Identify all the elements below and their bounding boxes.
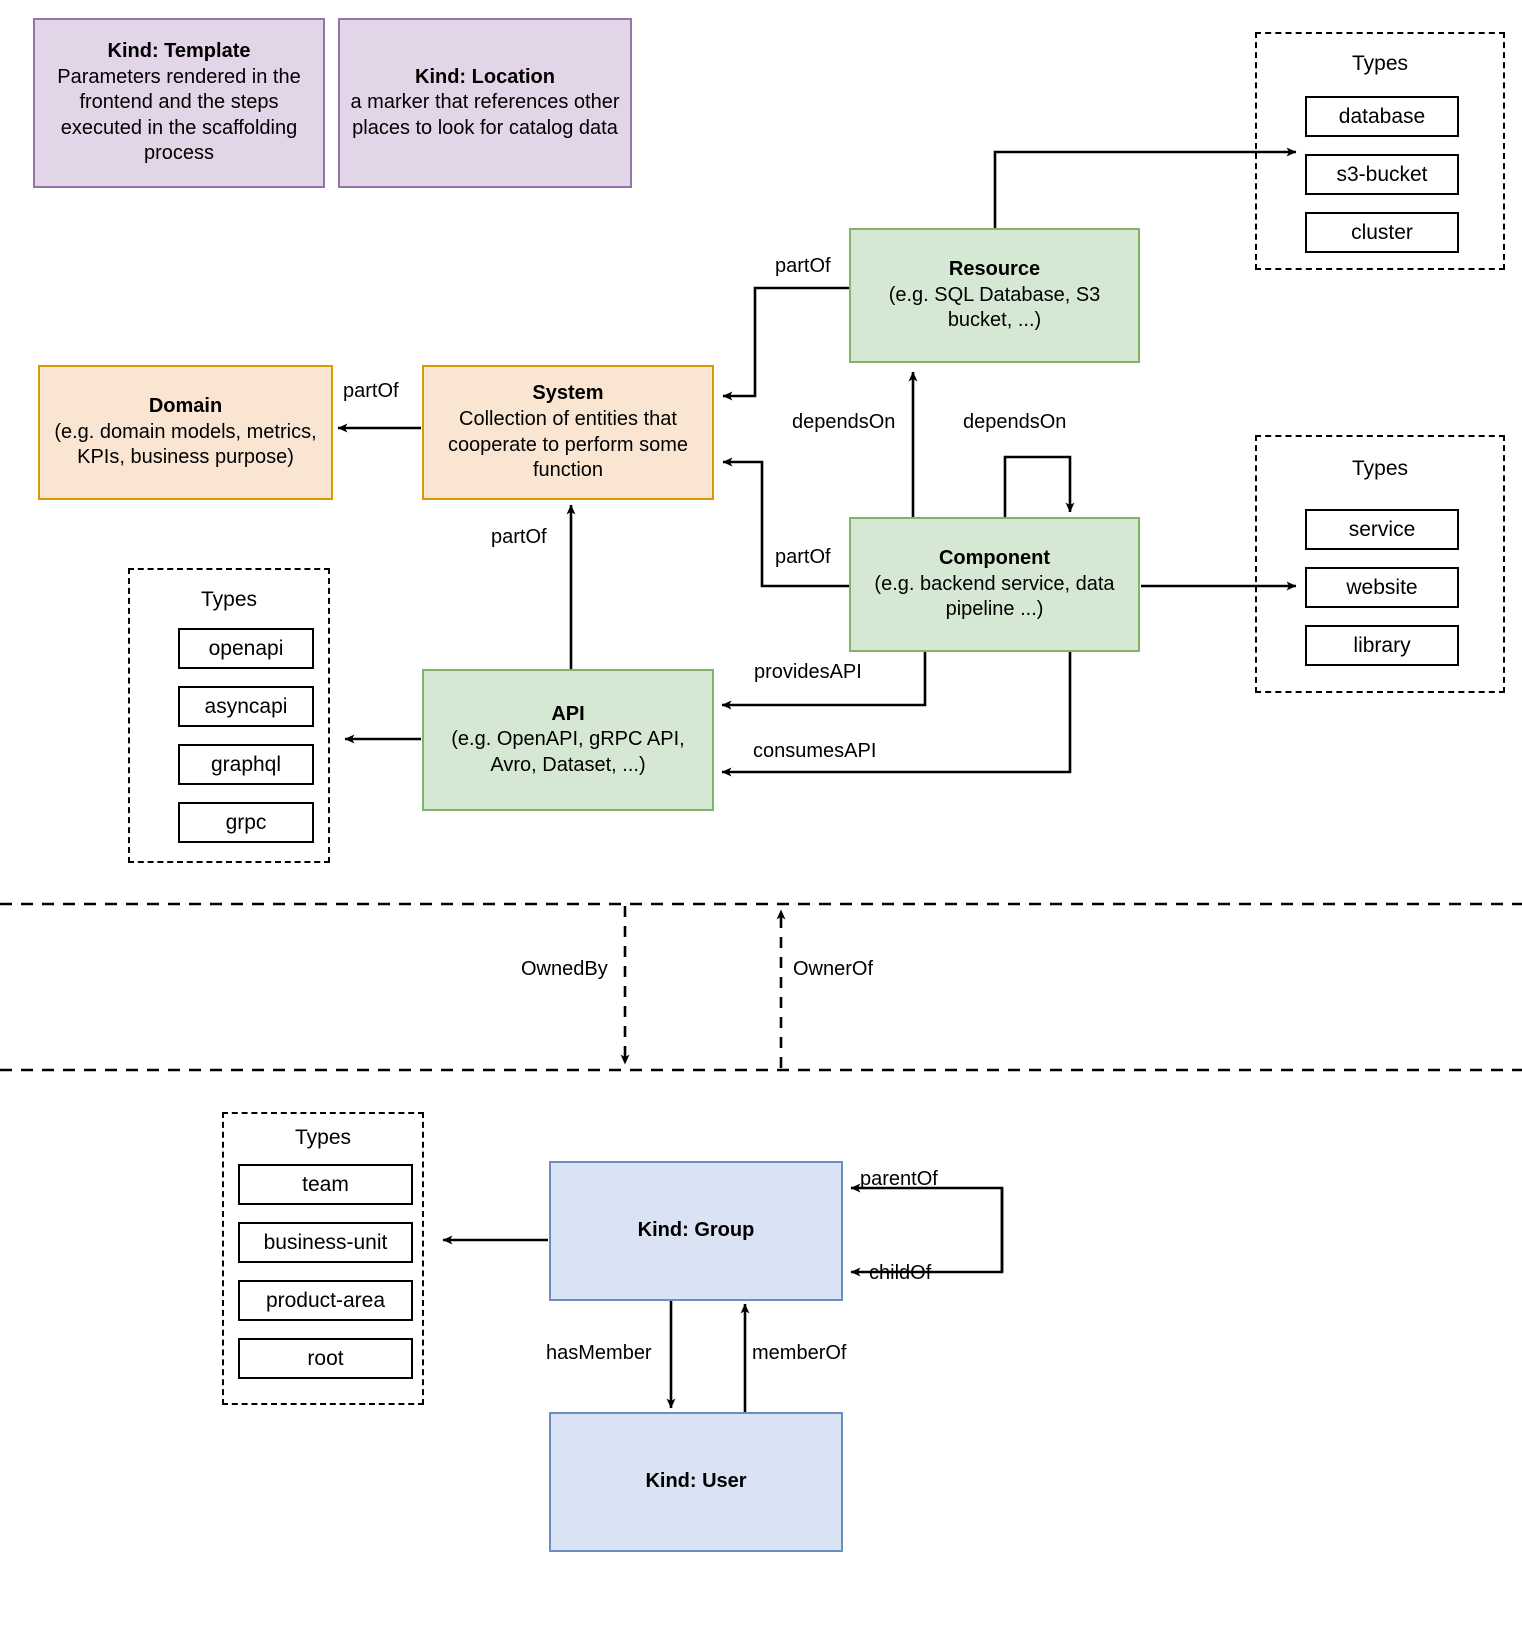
types-box-component: Types service website library [1255, 435, 1505, 693]
types-title: Types [1351, 52, 1409, 75]
node-domain[interactable]: Domain (e.g. domain models, metrics, KPI… [38, 365, 333, 500]
node-title: Component [938, 547, 1051, 570]
node-title: Resource [948, 258, 1041, 281]
types-box-api: Types openapi asyncapi graphql grpc [128, 568, 330, 863]
node-api[interactable]: API (e.g. OpenAPI, gRPC API, Avro, Datas… [422, 669, 714, 811]
node-title: Kind: Location [415, 65, 555, 88]
edge-label-ownerof: OwnerOf [793, 958, 874, 980]
edge-label-group-parentof: parentOf [860, 1168, 938, 1190]
type-chip-cluster[interactable]: cluster [1305, 212, 1459, 253]
node-subtitle: (e.g. backend service, data pipeline ...… [874, 572, 1115, 621]
type-chip-website[interactable]: website [1305, 567, 1459, 608]
node-title: Domain [148, 395, 223, 418]
node-subtitle: a marker that references other places to… [350, 91, 620, 139]
edge-component-dependson-component [1003, 455, 1075, 518]
type-chip-s3-bucket[interactable]: s3-bucket [1305, 154, 1459, 195]
node-title: Kind: Template [107, 40, 251, 63]
node-component[interactable]: Component (e.g. backend service, data pi… [849, 517, 1140, 652]
node-title: Kind: Group [637, 1219, 755, 1242]
type-chip-root[interactable]: root [238, 1338, 413, 1379]
node-kind-group[interactable]: Kind: Group [549, 1161, 843, 1301]
node-resource[interactable]: Resource (e.g. SQL Database, S3 bucket, … [849, 228, 1140, 363]
edge-label-system-partof-domain: partOf [343, 380, 399, 402]
node-subtitle: Collection of entities that cooperate to… [447, 407, 689, 482]
node-subtitle: (e.g. OpenAPI, gRPC API, Avro, Dataset, … [451, 728, 685, 776]
edge-label-user-memberof: memberOf [752, 1342, 847, 1364]
type-chip-graphql[interactable]: graphql [178, 744, 314, 785]
edge-group-childof [850, 1188, 1004, 1277]
node-kind-location[interactable]: Kind: Location a marker that references … [338, 18, 632, 188]
node-system[interactable]: System Collection of entities that coope… [422, 365, 714, 500]
edge-group-parentof [850, 1183, 1004, 1272]
types-title: Types [200, 588, 258, 611]
type-chip-openapi[interactable]: openapi [178, 628, 314, 669]
type-chip-team[interactable]: team [238, 1164, 413, 1205]
edge-resource-partof-system [722, 286, 849, 401]
edge-label-component-dependson-resource: dependsOn [792, 411, 896, 433]
edge-label-component-consumesapi: consumesAPI [753, 740, 877, 762]
node-kind-template[interactable]: Kind: Template Parameters rendered in th… [33, 18, 325, 188]
edge-label-component-providesapi: providesAPI [754, 661, 862, 683]
type-chip-grpc[interactable]: grpc [178, 802, 314, 843]
edge-label-component-dependson-component: dependsOn [963, 411, 1067, 433]
types-box-group: Types team business-unit product-area ro… [222, 1112, 424, 1405]
edge-resource-to-types [993, 147, 1297, 228]
types-box-resource: Types database s3-bucket cluster [1255, 32, 1505, 270]
node-subtitle: Parameters rendered in the frontend and … [57, 65, 301, 165]
node-subtitle: (e.g. domain models, metrics, KPIs, busi… [54, 420, 317, 469]
node-subtitle: (e.g. SQL Database, S3 bucket, ...) [888, 283, 1101, 332]
node-kind-user[interactable]: Kind: User [549, 1412, 843, 1552]
node-title: System [532, 382, 604, 405]
edge-label-api-partof-system: partOf [491, 526, 547, 548]
types-title: Types [1351, 457, 1409, 480]
edge-label-component-partof-system: partOf [775, 546, 831, 568]
type-chip-asyncapi[interactable]: asyncapi [178, 686, 314, 727]
type-chip-library[interactable]: library [1305, 625, 1459, 666]
node-title: API [551, 702, 585, 725]
types-title: Types [294, 1126, 352, 1149]
edge-label-ownedby: OwnedBy [521, 958, 608, 980]
node-title: Kind: User [645, 1470, 747, 1493]
type-chip-product-area[interactable]: product-area [238, 1280, 413, 1321]
type-chip-business-unit[interactable]: business-unit [238, 1222, 413, 1263]
edge-label-group-childof: childOf [869, 1262, 932, 1284]
type-chip-service[interactable]: service [1305, 509, 1459, 550]
edge-label-group-hasmember: hasMember [546, 1342, 652, 1364]
edge-label-resource-partof-system: partOf [775, 255, 831, 277]
type-chip-database[interactable]: database [1305, 96, 1459, 137]
